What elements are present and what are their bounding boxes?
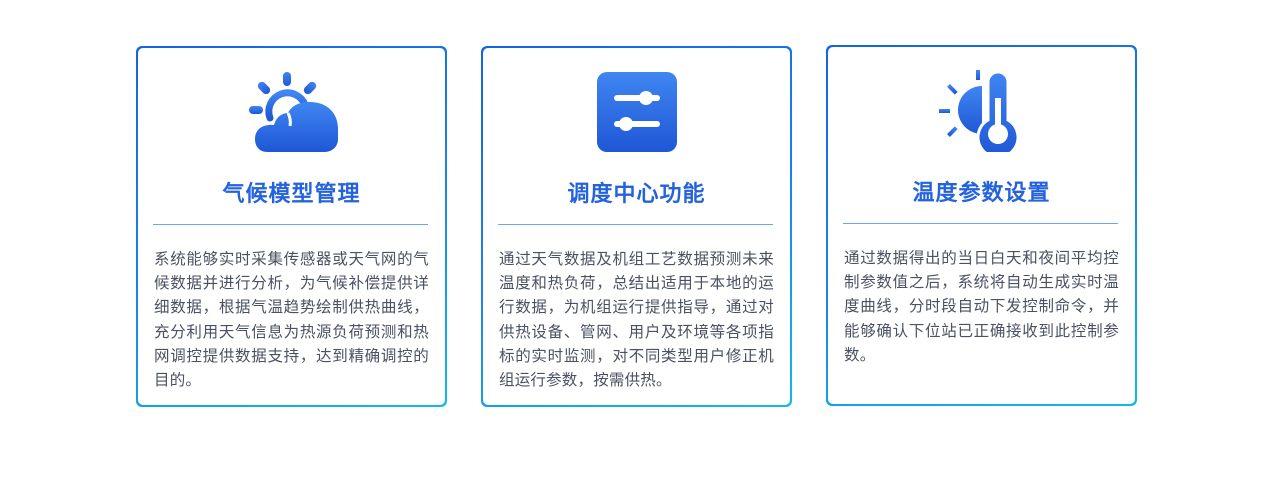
feature-cards: 气候模型管理 系统能够实时采集传感器或天气网的气候数据并进行分析，为气候补偿提供… [136, 45, 1137, 407]
sliders-icon [591, 69, 683, 153]
card-description: 系统能够实时采集传感器或天气网的气候数据并进行分析，为气候补偿提供详细数据，根据… [154, 250, 429, 390]
card-title: 温度参数设置 [912, 181, 1051, 206]
card-body: 调度中心功能 通过天气数据及机组工艺数据预测未来温度和热负荷，总结出适用于本地的… [483, 48, 790, 405]
divider [153, 224, 428, 225]
card-title: 气候模型管理 [222, 182, 361, 207]
card-body: 温度参数设置 通过数据得出的当日白天和夜间平均控制参数值之后，系统将自动生成实时… [828, 47, 1135, 404]
card-description: 通过数据得出的当日白天和夜间平均控制参数值之后，系统将自动生成实时温度曲线，分时… [844, 249, 1119, 364]
thermometer-sun-icon [936, 68, 1028, 152]
card-title: 调度中心功能 [567, 182, 706, 207]
feature-card-dispatch-center: 调度中心功能 通过天气数据及机组工艺数据预测未来温度和热负荷，总结出适用于本地的… [481, 46, 792, 407]
feature-card-temperature-settings: 温度参数设置 通过数据得出的当日白天和夜间平均控制参数值之后，系统将自动生成实时… [826, 45, 1137, 406]
divider [843, 223, 1118, 224]
partly-cloudy-icon [246, 69, 338, 153]
feature-card-climate-model: 气候模型管理 系统能够实时采集传感器或天气网的气候数据并进行分析，为气候补偿提供… [136, 46, 447, 407]
card-body: 气候模型管理 系统能够实时采集传感器或天气网的气候数据并进行分析，为气候补偿提供… [138, 48, 445, 405]
divider [498, 224, 773, 225]
card-description: 通过天气数据及机组工艺数据预测未来温度和热负荷，总结出适用于本地的运行数据，为机… [499, 250, 774, 390]
